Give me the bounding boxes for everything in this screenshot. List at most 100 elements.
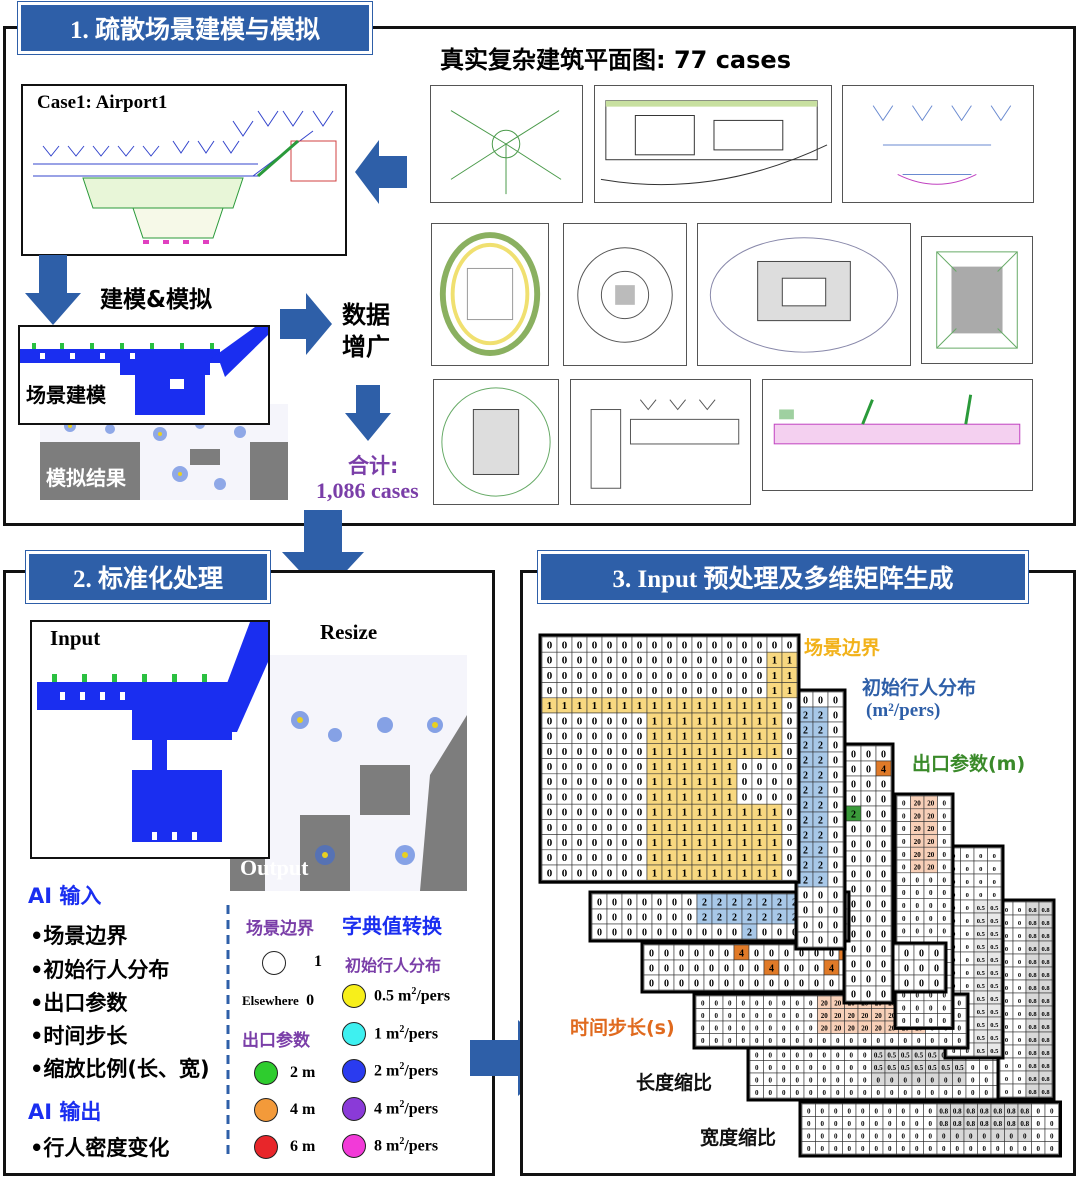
svg-text:0: 0 (902, 992, 906, 1000)
svg-text:0: 0 (787, 731, 793, 743)
svg-text:0: 0 (881, 749, 886, 760)
svg-text:0: 0 (863, 1076, 867, 1084)
svg-text:0: 0 (547, 639, 553, 651)
svg-text:0: 0 (851, 929, 856, 940)
svg-text:2: 2 (803, 755, 808, 766)
svg-text:0: 0 (863, 1089, 867, 1097)
exit-width-circle (254, 1135, 278, 1159)
svg-text:0: 0 (664, 978, 669, 989)
svg-text:0: 0 (592, 746, 598, 758)
svg-text:20: 20 (834, 999, 842, 1007)
svg-text:0: 0 (755, 1051, 759, 1059)
svg-text:0: 0 (562, 655, 568, 667)
svg-text:0: 0 (851, 959, 856, 970)
svg-text:2: 2 (777, 897, 782, 908)
svg-text:0: 0 (956, 1145, 960, 1153)
svg-text:0: 0 (996, 1132, 1000, 1140)
svg-text:2: 2 (803, 710, 808, 721)
svg-text:0: 0 (757, 655, 763, 667)
svg-text:1: 1 (772, 822, 778, 834)
svg-text:0: 0 (881, 869, 886, 880)
svg-text:0: 0 (943, 864, 947, 872)
svg-text:0.8: 0.8 (939, 1120, 948, 1128)
svg-text:0: 0 (622, 715, 628, 727)
svg-text:0: 0 (637, 655, 643, 667)
svg-text:2: 2 (803, 740, 808, 751)
svg-text:0: 0 (697, 670, 703, 682)
svg-text:0: 0 (562, 715, 568, 727)
layer-label-width: 宽度缩比 (700, 1127, 777, 1149)
svg-text:0: 0 (1018, 946, 1021, 953)
svg-text:2: 2 (803, 785, 808, 796)
svg-text:0: 0 (888, 1145, 892, 1153)
svg-text:0: 0 (607, 746, 613, 758)
svg-text:1: 1 (772, 852, 778, 864)
density-unit-sup: 2 (399, 1061, 405, 1072)
density-unit: m (386, 1024, 400, 1042)
svg-text:1: 1 (727, 761, 733, 773)
svg-text:0: 0 (866, 944, 871, 955)
density-unit: m (386, 1099, 400, 1117)
svg-text:0: 0 (966, 944, 969, 951)
svg-text:0: 0 (851, 764, 856, 775)
svg-text:0: 0 (682, 639, 688, 651)
svg-text:0: 0 (985, 1076, 989, 1084)
svg-text:4: 4 (829, 963, 834, 974)
svg-text:20: 20 (914, 825, 922, 833)
svg-text:0: 0 (597, 912, 602, 923)
svg-text:0: 0 (577, 746, 583, 758)
svg-text:0: 0 (1005, 946, 1008, 953)
density-circle (342, 1096, 366, 1121)
svg-text:0: 0 (637, 639, 643, 651)
svg-text:0: 0 (796, 1024, 800, 1032)
svg-text:1: 1 (697, 731, 703, 743)
svg-text:0: 0 (687, 897, 692, 908)
svg-text:0: 0 (915, 1107, 919, 1115)
svg-text:0: 0 (547, 655, 553, 667)
svg-text:0: 0 (958, 1012, 962, 1020)
svg-text:0: 0 (755, 1024, 759, 1032)
density-value: 2 (374, 1062, 386, 1080)
svg-text:0: 0 (649, 978, 654, 989)
svg-text:0: 0 (562, 761, 568, 773)
svg-text:0: 0 (888, 1120, 892, 1128)
density-unit-b: /pers (404, 1062, 439, 1080)
svg-text:0: 0 (902, 1145, 906, 1153)
svg-text:0: 0 (881, 974, 886, 985)
svg-text:0: 0 (866, 869, 871, 880)
svg-text:0.5: 0.5 (977, 970, 986, 977)
svg-text:0: 0 (607, 852, 613, 864)
svg-text:0.5: 0.5 (955, 1064, 964, 1072)
svg-text:0: 0 (944, 1076, 948, 1084)
svg-text:0: 0 (1005, 1063, 1008, 1070)
svg-text:0.5: 0.5 (990, 1048, 999, 1055)
svg-text:0: 0 (1005, 1024, 1008, 1031)
svg-text:0: 0 (866, 854, 871, 865)
svg-text:0: 0 (916, 1017, 920, 1025)
svg-text:0: 0 (622, 852, 628, 864)
svg-text:0: 0 (592, 852, 598, 864)
svg-text:1: 1 (712, 761, 718, 773)
svg-text:0: 0 (742, 999, 746, 1007)
svg-text:0: 0 (742, 1012, 746, 1020)
input-label: Input (50, 626, 101, 650)
svg-text:1: 1 (652, 807, 658, 819)
svg-text:0: 0 (682, 655, 688, 667)
svg-text:0: 0 (637, 791, 643, 803)
svg-text:0: 0 (848, 1120, 852, 1128)
density-unit-sup: 2 (399, 1098, 405, 1110)
svg-text:0.8: 0.8 (1041, 1050, 1050, 1057)
svg-text:2: 2 (803, 725, 808, 736)
svg-text:0: 0 (757, 761, 763, 773)
svg-text:0: 0 (649, 963, 654, 974)
svg-text:20: 20 (875, 1024, 883, 1032)
svg-text:0: 0 (772, 761, 778, 773)
svg-text:1: 1 (592, 700, 598, 712)
svg-text:0: 0 (622, 746, 628, 758)
svg-text:0: 0 (697, 655, 703, 667)
svg-text:0.5: 0.5 (990, 1035, 999, 1042)
svg-text:0: 0 (727, 670, 733, 682)
svg-text:0: 0 (1050, 1107, 1054, 1115)
svg-text:0: 0 (592, 685, 598, 697)
svg-text:0.8: 0.8 (966, 1120, 975, 1128)
